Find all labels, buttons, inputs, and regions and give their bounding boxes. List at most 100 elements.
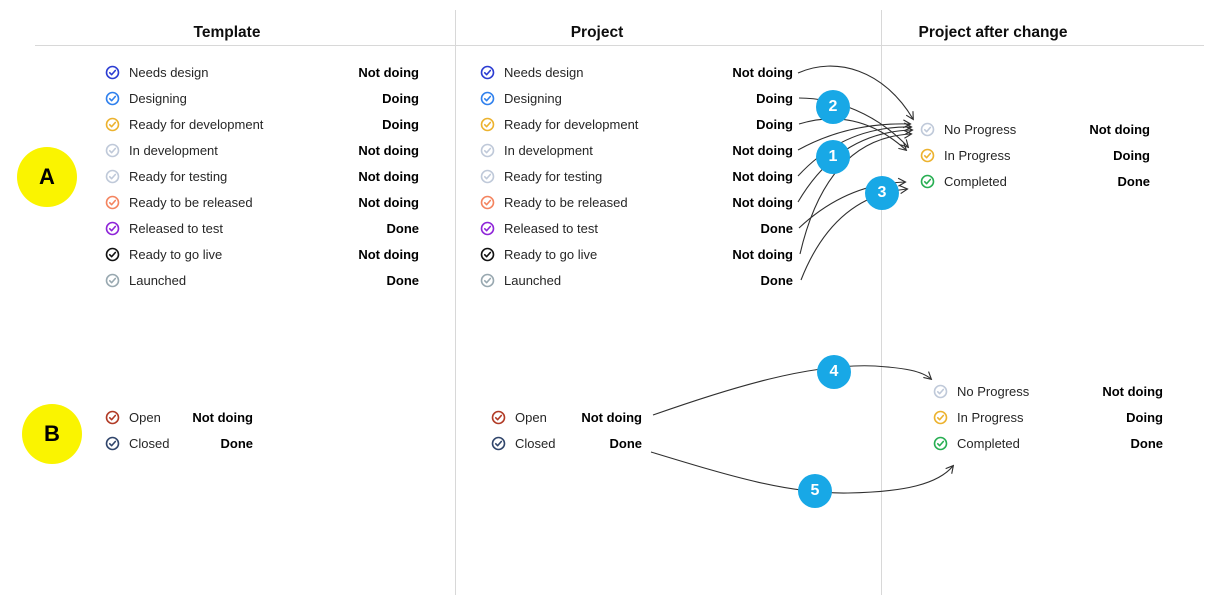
status-check-icon — [480, 273, 495, 288]
status-check-icon — [105, 117, 120, 132]
status-check-icon — [480, 91, 495, 106]
status-check-icon — [480, 117, 495, 132]
status-name: Designing — [504, 90, 562, 106]
status-name: Needs design — [504, 64, 584, 80]
status-name: Open — [129, 409, 161, 425]
status-row: Open Not doing — [491, 404, 642, 430]
status-mapping-value: Not doing — [732, 246, 793, 262]
status-check-icon — [105, 143, 120, 158]
status-check-icon — [105, 410, 120, 425]
status-row: Open Not doing — [105, 404, 253, 430]
status-mapping-value: Done — [1117, 173, 1151, 189]
status-check-icon — [105, 221, 120, 236]
status-check-icon — [105, 195, 120, 210]
column-header-project-after-change: Project after change — [918, 24, 1068, 41]
column-divider-left — [455, 10, 456, 595]
status-row: Designing Doing — [480, 85, 793, 111]
status-row: In development Not doing — [105, 137, 419, 163]
status-check-icon — [105, 91, 120, 106]
status-mapping-value: Doing — [1113, 147, 1150, 163]
status-check-icon — [480, 195, 495, 210]
status-name: Open — [515, 409, 547, 425]
status-mapping-value: Not doing — [1102, 383, 1163, 399]
status-row: No Progress Not doing — [920, 116, 1150, 142]
status-row: Completed Done — [933, 430, 1163, 456]
status-name: No Progress — [957, 383, 1030, 399]
status-check-icon — [105, 436, 120, 451]
status-name: Launched — [129, 272, 187, 288]
status-row: Ready for testing Not doing — [105, 163, 419, 189]
status-mapping-value: Not doing — [358, 246, 419, 262]
status-check-icon — [933, 436, 948, 451]
status-name: In Progress — [957, 409, 1024, 425]
status-check-icon — [920, 122, 935, 137]
status-row: In Progress Doing — [920, 142, 1150, 168]
status-mapping-value: Doing — [382, 90, 419, 106]
status-row: Ready to be released Not doing — [105, 189, 419, 215]
arrow-ready-for-development-to-in-progress — [798, 118, 906, 150]
status-check-icon — [480, 221, 495, 236]
status-mapping-value: Doing — [1126, 409, 1163, 425]
section-marker-b: B — [22, 404, 82, 464]
status-name: Ready to be released — [504, 194, 628, 210]
status-mapping-value: Done — [609, 435, 643, 451]
status-row: Designing Doing — [105, 85, 419, 111]
status-mapping-value: Not doing — [732, 194, 793, 210]
status-name: Ready for testing — [504, 168, 603, 184]
status-mapping-value: Not doing — [358, 168, 419, 184]
mapping-badge-2: 2 — [816, 90, 850, 124]
status-mapping-value: Not doing — [732, 142, 793, 158]
status-row: No Progress Not doing — [933, 378, 1163, 404]
status-mapping-value: Not doing — [358, 142, 419, 158]
status-check-icon — [491, 410, 506, 425]
status-row: Ready for testing Not doing — [480, 163, 793, 189]
status-row: Released to test Done — [105, 215, 419, 241]
arrow-needs-design-to-no-progress — [797, 65, 913, 119]
status-mapping-value: Not doing — [358, 64, 419, 80]
status-mapping-value: Done — [1130, 435, 1164, 451]
status-check-icon — [480, 169, 495, 184]
status-mapping-value: Done — [386, 220, 420, 236]
status-row: Needs design Not doing — [480, 59, 793, 85]
status-name: In Progress — [944, 147, 1011, 163]
status-name: Ready to go live — [129, 246, 223, 262]
status-row: Ready for development Doing — [105, 111, 419, 137]
status-name: Ready for development — [504, 116, 639, 132]
status-name: Ready to be released — [129, 194, 253, 210]
status-row: Ready for development Doing — [480, 111, 793, 137]
mapping-badge-1: 1 — [816, 140, 850, 174]
status-mapping-value: Done — [386, 272, 420, 288]
status-check-icon — [105, 247, 120, 262]
status-name: In development — [504, 142, 593, 158]
after-change-status-list-b: No Progress Not doing In Progress Doing … — [933, 378, 1163, 456]
header-divider — [35, 45, 1204, 46]
status-row: Ready to go live Not doing — [480, 241, 793, 267]
status-mapping-value: Not doing — [732, 64, 793, 80]
project-status-list-b: Open Not doing Closed Done — [491, 404, 642, 456]
status-row: Released to test Done — [480, 215, 793, 241]
project-status-list-a: Needs design Not doing Designing Doing R… — [480, 59, 793, 293]
status-mapping-value: Not doing — [192, 409, 253, 425]
status-row: Closed Done — [105, 430, 253, 456]
status-name: Ready for testing — [129, 168, 228, 184]
status-mapping-value: Not doing — [358, 194, 419, 210]
status-name: Needs design — [129, 64, 209, 80]
status-row: In development Not doing — [480, 137, 793, 163]
status-name: Completed — [957, 435, 1020, 451]
status-mapping-value: Doing — [756, 90, 793, 106]
template-status-list-b: Open Not doing Closed Done — [105, 404, 253, 456]
status-name: Closed — [515, 435, 556, 451]
column-header-project: Project — [570, 24, 624, 41]
status-mapping-value: Done — [760, 272, 794, 288]
column-divider-right — [881, 10, 882, 595]
arrow-open-to-no-progress — [652, 365, 931, 416]
status-name: Designing — [129, 90, 187, 106]
status-check-icon — [491, 436, 506, 451]
section-marker-a: A — [17, 147, 77, 207]
status-row: Ready to go live Not doing — [105, 241, 419, 267]
status-check-icon — [920, 148, 935, 163]
arrow-ready-for-testing-to-no-progress — [797, 127, 911, 177]
status-mapping-value: Done — [220, 435, 254, 451]
status-name: Launched — [504, 272, 562, 288]
